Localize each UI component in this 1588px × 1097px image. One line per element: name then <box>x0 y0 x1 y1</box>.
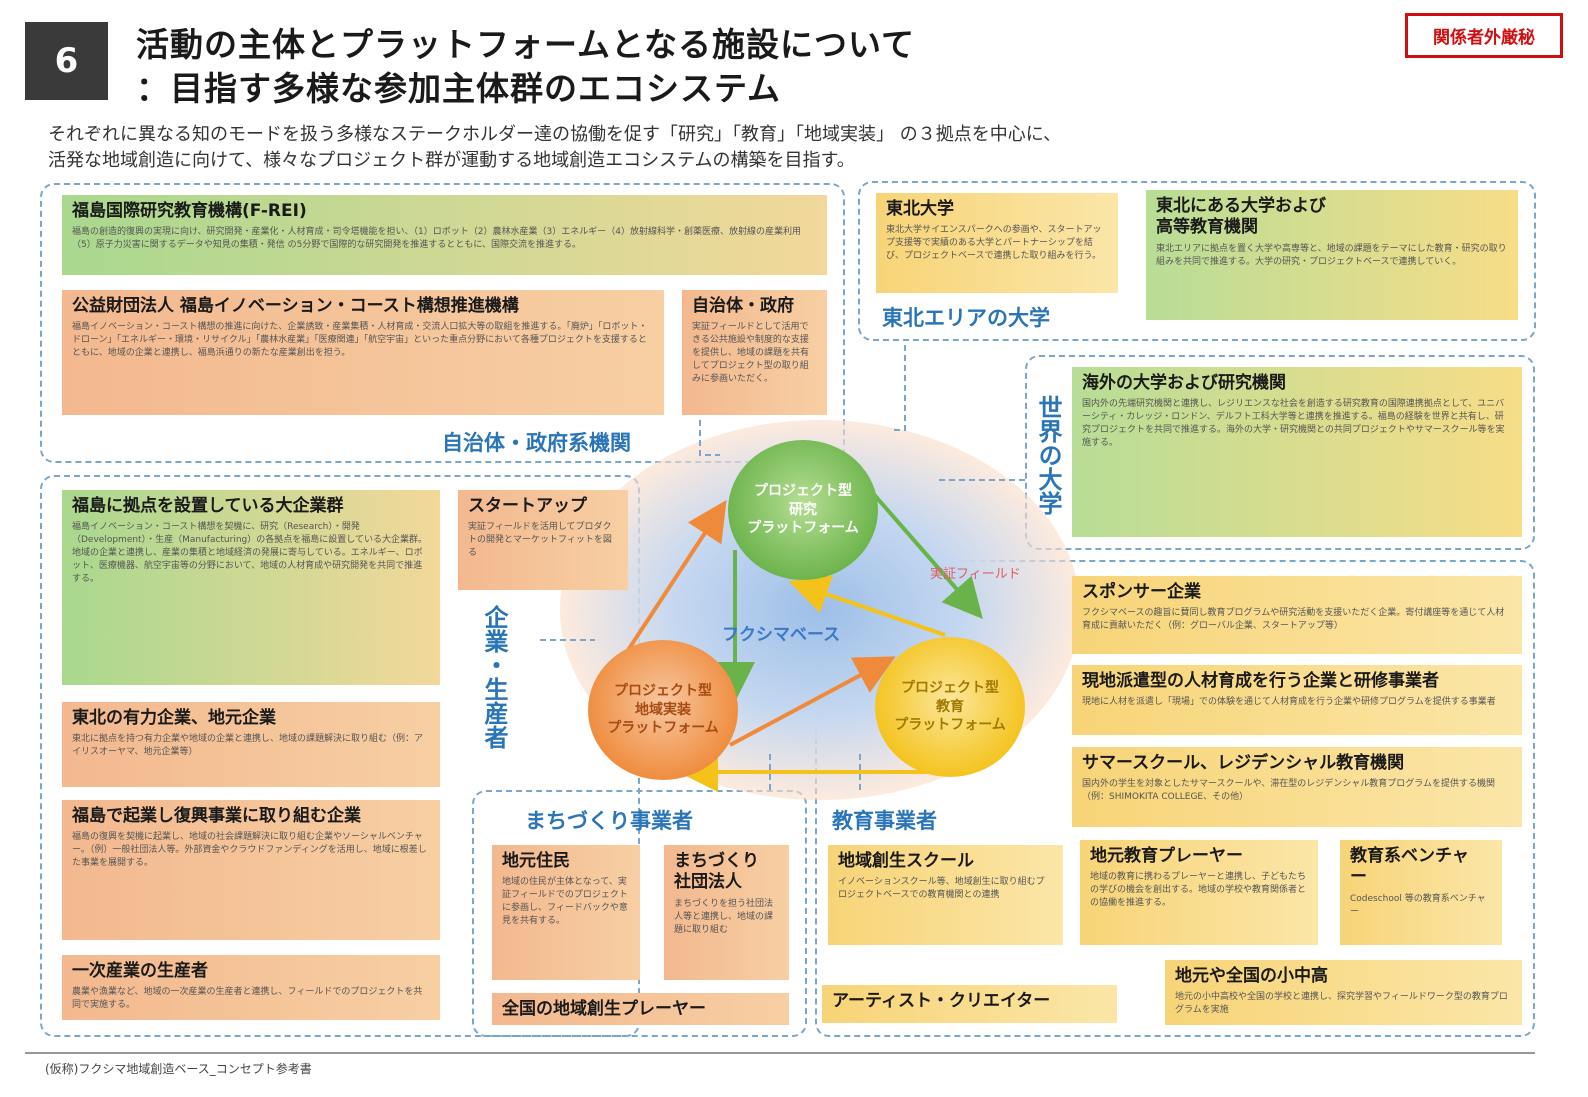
footer-divider <box>25 1052 1535 1054</box>
education-platform-circle: プロジェクト型教育プラットフォーム <box>875 637 1025 777</box>
group-label-town: まちづくり事業者 <box>525 809 693 833</box>
box-primary-producers: 一次産業の生産者農業や漁業など、地域の一次産業の生産者と連携し、フィールドでのプ… <box>62 955 440 1020</box>
box-tohoku-higher-education: 東北にある大学および 高等教育機関東北エリアに拠点を置く大学や高専等と、地域の課… <box>1146 190 1518 320</box>
arrow-research-to-education <box>868 488 983 620</box>
group-label-world: 世界の大学 <box>1034 395 1062 515</box>
box-tohoku-companies: 東北の有力企業、地元企業東北に拠点を持つ有力企業や地域の企業と連携し、地域の課題… <box>62 702 440 787</box>
box-schools: 地元や全国の小中高地元の小中高校や全国の学校と連携し、探究学習やフィールドワーク… <box>1165 960 1522 1025</box>
group-government <box>40 183 845 463</box>
box-local-residents: 地元住民地域の住民が主体となって、実証フィールドでのプロジェクトに参画し、フィー… <box>492 845 640 980</box>
box-town-corporation: まちづくり 社団法人まちづくりを担う社団法人等と連携し、地域の課題に取り組む <box>664 845 789 980</box>
box-startup: スタートアップ実証フィールドを活用してプロダクトの開発とマーケットフィットを図る <box>458 490 628 590</box>
box-frei: 福島国際研究教育機構(F-REI)福島の創造的復興の実現に向け、研究開発・産業化… <box>62 195 827 275</box>
inflow-arrow-government <box>699 420 720 456</box>
group-town-development <box>472 790 807 1037</box>
box-innovation-coast: 公益財団法人 福島イノベーション・コースト構想推進機構福島イノベーション・コース… <box>62 290 664 415</box>
box-regional-school: 地域創生スクールイノベーションスクール等、地域創生に取り組むプロジェクトベースで… <box>828 845 1063 945</box>
box-artist-creator: アーティスト・クリエイター <box>822 985 1117 1023</box>
intro-line2: 活発な地域創造に向けて、様々なプロジェクト群が運動する地域創造エコシステムの構築… <box>48 150 855 171</box>
box-large-corporations: 福島に拠点を設置している大企業群福島イノベーション・コースト構想を契機に、研究（… <box>62 490 440 685</box>
field-label: 実証フィールド <box>930 567 1021 582</box>
box-national-regional-players: 全国の地域創生プレーヤー <box>492 993 789 1025</box>
box-tohoku-university: 東北大学東北大学サイエンスパークへの参画や、スタートアップ支援等で実績のある大学… <box>876 193 1118 293</box>
footer-text: (仮称)フクシマ地域創造ベース_コンセプト参考書 <box>45 1062 312 1076</box>
arrow-education-to-research <box>788 575 946 637</box>
slide-number: 6 <box>25 22 108 100</box>
box-recovery-companies: 福島で起業し復興事業に取り組む企業福島の復興を契機に起業し、地域の社会課題解決に… <box>62 800 440 940</box>
box-sponsor-companies: スポンサー企業フクシマベースの趣旨に賛同し教育プログラムや研究活動を支援いただく… <box>1072 576 1522 654</box>
base-label: フクシマベース <box>722 625 841 645</box>
box-overseas-universities: 海外の大学および研究機関国内外の先端研究機関と連携し、レジリエンスな社会を創造す… <box>1072 367 1522 537</box>
group-label-companies: 企業・生産者 <box>480 605 508 749</box>
group-world-universities <box>1025 355 1535 550</box>
arrow-implementation-to-education <box>729 656 896 747</box>
inflow-arrow-tohoku <box>890 345 906 431</box>
box-local-government: 自治体・政府実証フィールドとして活用できる公共施設や制度的な支援を提供し、地域の… <box>682 290 827 415</box>
research-platform-circle: プロジェクト型研究プラットフォーム <box>728 440 878 580</box>
box-training-companies: 現地派遣型の人材育成を行う企業と研修事業者現地に人材を派遣し「現場」での体験を通… <box>1072 665 1522 735</box>
confidential-stamp: 関係者外厳秘 <box>1405 13 1563 58</box>
implementation-platform-circle: プロジェクト型地域実装プラットフォーム <box>588 640 738 780</box>
page-title-line1: 活動の主体とプラットフォームとなる施設について <box>136 25 916 64</box>
group-label-tohoku: 東北エリアの大学 <box>882 306 1050 330</box>
arrow-implementation-to-research <box>613 499 727 672</box>
group-tohoku-universities <box>858 181 1536 341</box>
page-title-line2: ：目指す多様な参加主体群のエコシステム <box>136 69 782 108</box>
box-local-education-players: 地元教育プレーヤー地域の教育に携わるプレーヤーと連携し、子どもたちの学びの機会を… <box>1080 840 1318 945</box>
intro-line1: それぞれに異なる知のモードを扱う多様なステークホルダー達の協働を促す「研究」「教… <box>48 124 1062 145</box>
group-label-government: 自治体・政府系機関 <box>442 431 631 455</box>
box-summer-school: サマースクール、レジデンシャル教育機関国内外の学生を対象としたサマースクールや、… <box>1072 747 1522 827</box>
group-label-education: 教育事業者 <box>832 809 937 833</box>
